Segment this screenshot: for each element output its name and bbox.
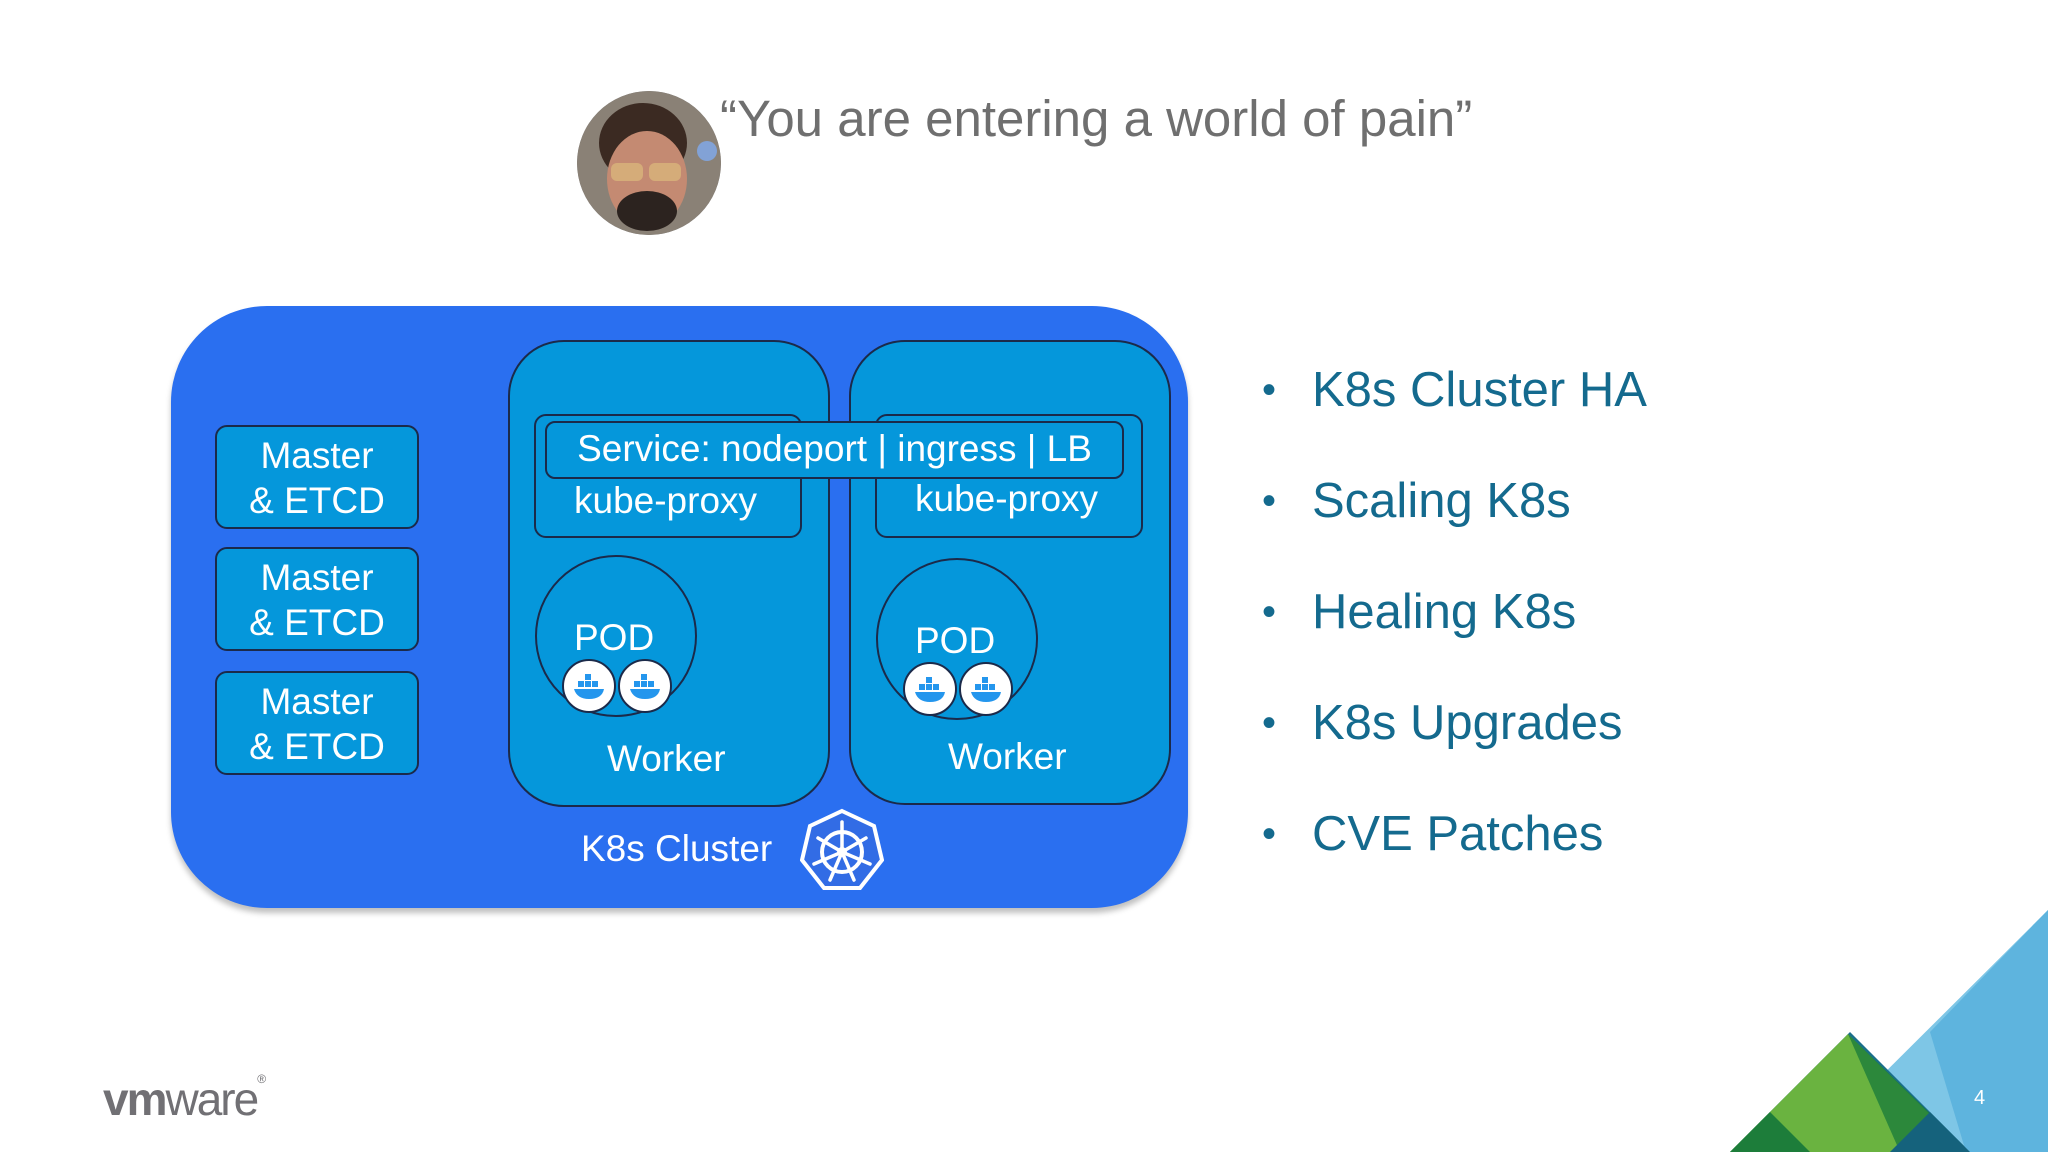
kube-proxy-label-2: kube-proxy [915,478,1099,519]
bullet-text: K8s Upgrades [1312,696,1623,750]
cluster-label: K8s Cluster [581,828,773,869]
bullet-text: Healing K8s [1312,585,1577,639]
master-etcd-node-1: Master & ETCD [215,425,419,529]
master-etcd-node-2: Master & ETCD [215,547,419,651]
bullet-text: K8s Cluster HA [1312,363,1647,417]
bullet-item: • Healing K8s [1262,580,1647,691]
slide-title-quote: “You are entering a world of pain” [720,90,1473,147]
etcd-label: & ETCD [249,480,385,521]
master-label: Master [260,681,374,722]
page-number: 4 [1974,1087,1986,1109]
pod-label-1: POD [574,617,655,658]
bullet-text: CVE Patches [1312,807,1604,861]
master-label: Master [260,435,374,476]
logo-registered-mark: ® [257,1072,267,1086]
worker-label-2: Worker [948,736,1067,777]
master-etcd-node-3: Master & ETCD [215,671,419,775]
kubernetes-icon [799,808,885,892]
bullet-dot-icon: • [1262,701,1277,745]
worker-node-1 [508,340,830,807]
kube-proxy-label-1: kube-proxy [574,480,758,521]
etcd-label: & ETCD [249,602,385,643]
topic-bullet-list: • K8s Cluster HA • Scaling K8s • Healing K8… [1262,358,1647,913]
worker-label-1: Worker [607,738,726,779]
bullet-dot-icon: • [1262,479,1277,523]
bullet-dot-icon: • [1262,368,1277,412]
docker-container-icon [959,662,1013,716]
bullet-item: • CVE Patches [1262,802,1647,913]
bullet-dot-icon: • [1262,590,1277,634]
vmware-logo: vmware® [103,1072,266,1126]
bullet-item: • Scaling K8s [1262,469,1647,580]
etcd-label: & ETCD [249,726,385,767]
docker-container-icon [618,659,672,713]
speaker-avatar [577,91,721,235]
bullet-item: • K8s Cluster HA [1262,358,1647,469]
master-label: Master [260,557,374,598]
logo-bold: vm [103,1073,168,1125]
service-box: Service: nodeport | ingress | LB [545,421,1124,479]
pod-label-2: POD [915,620,996,661]
docker-container-icon [562,659,616,713]
logo-light: ware [165,1073,259,1125]
docker-container-icon [903,662,957,716]
bullet-dot-icon: • [1262,812,1277,856]
bullet-item: • K8s Upgrades [1262,691,1647,802]
bullet-text: Scaling K8s [1312,474,1571,528]
